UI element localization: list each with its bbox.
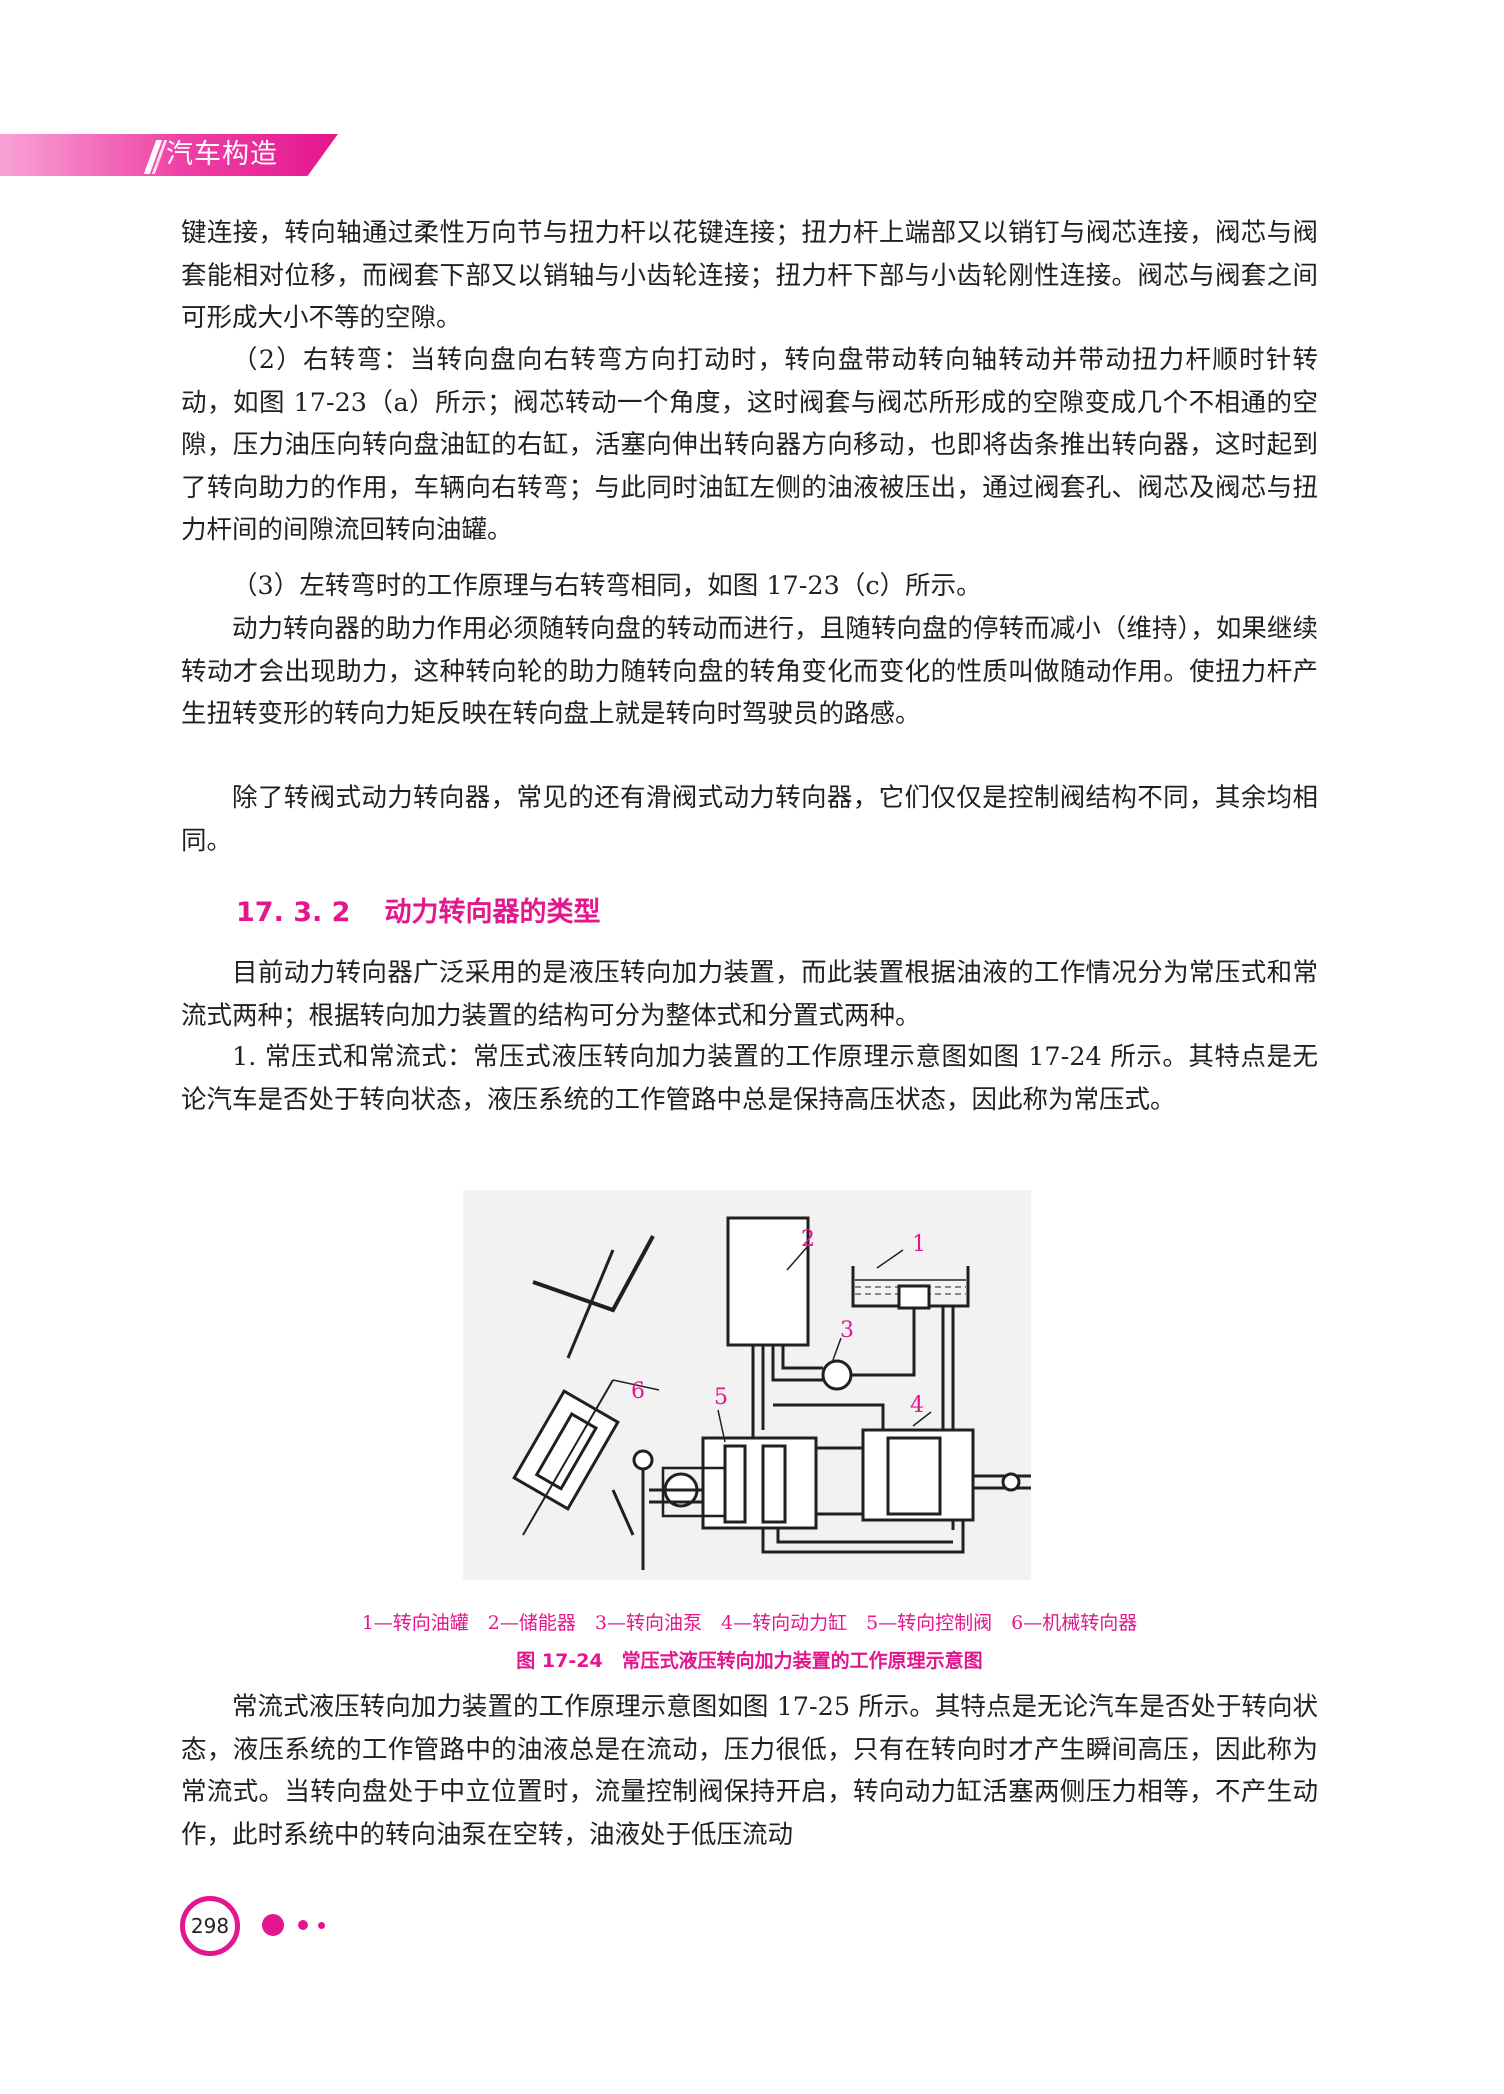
decorative-dot — [298, 1920, 308, 1930]
running-header-title: 汽车构造 — [166, 139, 278, 170]
section-number: 17. 3. 2 — [236, 897, 351, 928]
paragraph: 除了转阀式动力转向器，常见的还有滑阀式动力转向器，它们仅仅是控制阀结构不同，其余… — [181, 783, 1318, 856]
paragraph: 键连接，转向轴通过柔性万向节与扭力杆以花键连接；扭力杆上端部又以销钉与阀芯连接，… — [181, 218, 1318, 333]
label-5: 5 — [714, 1385, 728, 1410]
section-heading: 17. 3. 2 动力转向器的类型 — [236, 890, 600, 929]
paragraph: 1. 常压式和常流式：常压式液压转向加力装置的工作原理示意图如图 17-24 所… — [181, 1042, 1318, 1115]
decorative-dot — [262, 1914, 284, 1936]
label-4: 4 — [910, 1393, 924, 1418]
figure-caption: 图 17-24 常压式液压转向加力装置的工作原理示意图 — [516, 1650, 983, 1672]
figure-legend: 1—转向油罐 2—储能器 3—转向油泵 4—转向动力缸 5—转向控制阀 6—机械… — [361, 1612, 1138, 1634]
paragraph: 动力转向器的助力作用必须随转向盘的转动而进行，且随转向盘的停转而减小（维持），如… — [181, 614, 1318, 729]
label-3: 3 — [840, 1318, 854, 1343]
header-band — [0, 134, 338, 176]
paragraph: 目前动力转向器广泛采用的是液压转向加力装置，而此装置根据油液的工作情况分为常压式… — [181, 958, 1318, 1031]
label-6: 6 — [631, 1379, 645, 1404]
label-2: 2 — [801, 1227, 815, 1252]
figure-17-24: 1 2 3 4 5 6 — [463, 1190, 1031, 1580]
paragraph: （3）左转弯时的工作原理与右转弯相同，如图 17-23（c）所示。 — [232, 571, 982, 601]
steering-system-diagram: 1 2 3 4 5 6 — [512, 1216, 1031, 1570]
section-title: 动力转向器的类型 — [384, 897, 601, 928]
paragraph: （2）右转弯：当转向盘向右转弯方向打动时，转向盘带动转向轴转动并带动扭力杆顺时针… — [181, 345, 1318, 545]
page-number: 298 — [180, 1896, 240, 1956]
label-1: 1 — [912, 1232, 926, 1257]
decorative-dot — [318, 1922, 325, 1929]
paragraph: 常流式液压转向加力装置的工作原理示意图如图 17-25 所示。其特点是无论汽车是… — [181, 1692, 1318, 1850]
